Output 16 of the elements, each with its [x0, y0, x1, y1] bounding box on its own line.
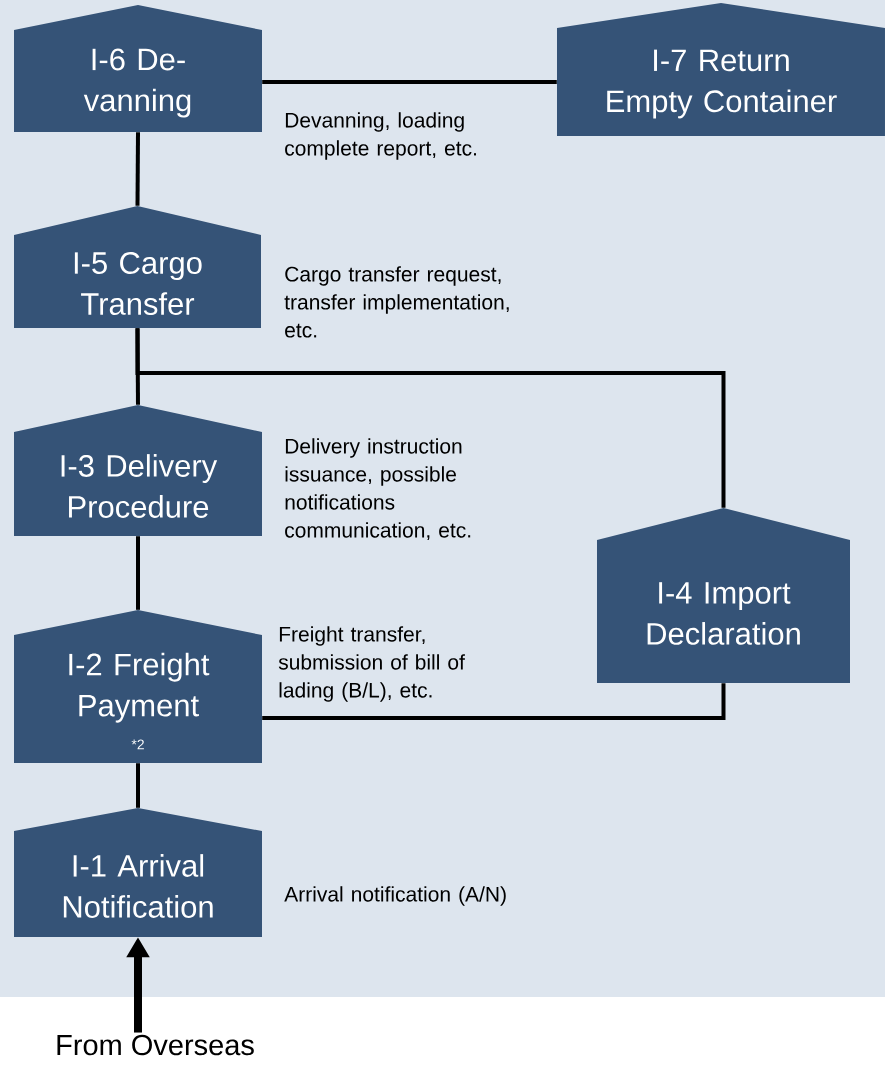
description-text: Delivery instruction issuance, possible notifications communication, etc.	[285, 438, 471, 541]
description-text: Freight transfer, submission of bill of lading (B/L), etc.	[278, 626, 465, 702]
process-box: I-5 Cargo Transfer	[14, 206, 261, 328]
connector-line	[135, 132, 140, 206]
description-text: Cargo transfer request, transfer implementation, etc.	[284, 266, 509, 338]
source-label: From Overseas	[57, 1034, 254, 1056]
process-box: I-2 Freight Payment *2	[14, 610, 262, 763]
process-box: I-3 Delivery Procedure	[14, 405, 262, 536]
connector-line	[136, 763, 140, 808]
connector-line	[262, 683, 726, 720]
description-text: Devanning, loading complete report, etc.	[285, 112, 476, 160]
connector-line	[135, 328, 726, 508]
connector-line	[136, 536, 140, 610]
description-text: Arrival notification (A/N)	[284, 886, 506, 906]
connector-line	[262, 80, 557, 84]
process-box: I-1 Arrival Notification	[14, 808, 262, 937]
